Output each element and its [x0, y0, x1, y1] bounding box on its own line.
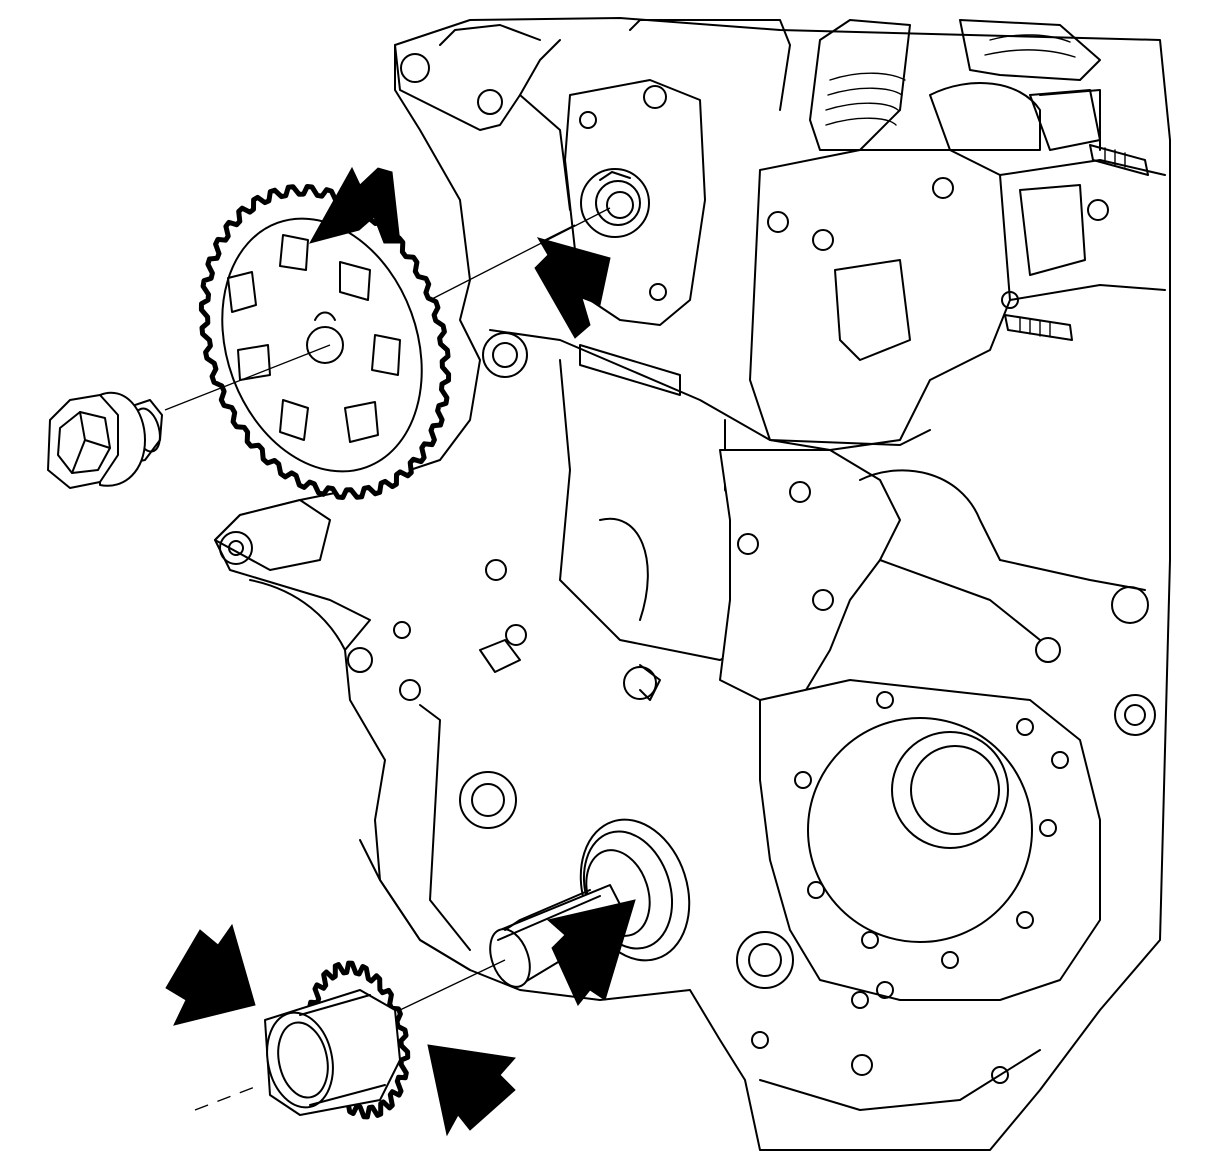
assembly-axis-lines [164, 207, 611, 1111]
engine-block [214, 17, 1171, 1151]
crankshaft-sprocket [264, 960, 411, 1120]
arrow-crankshaft-sprocket-right [427, 1044, 516, 1137]
arrow-crankshaft-nose [546, 899, 636, 1006]
camshaft-sprocket-bolt [47, 391, 163, 489]
arrow-camshaft-sprocket-upper [308, 166, 401, 244]
arrow-camshaft-seal [534, 237, 611, 339]
stud-2 [1004, 314, 1073, 341]
camshaft-sprocket [198, 184, 452, 500]
arrow-crankshaft-sprocket-left [165, 923, 256, 1026]
